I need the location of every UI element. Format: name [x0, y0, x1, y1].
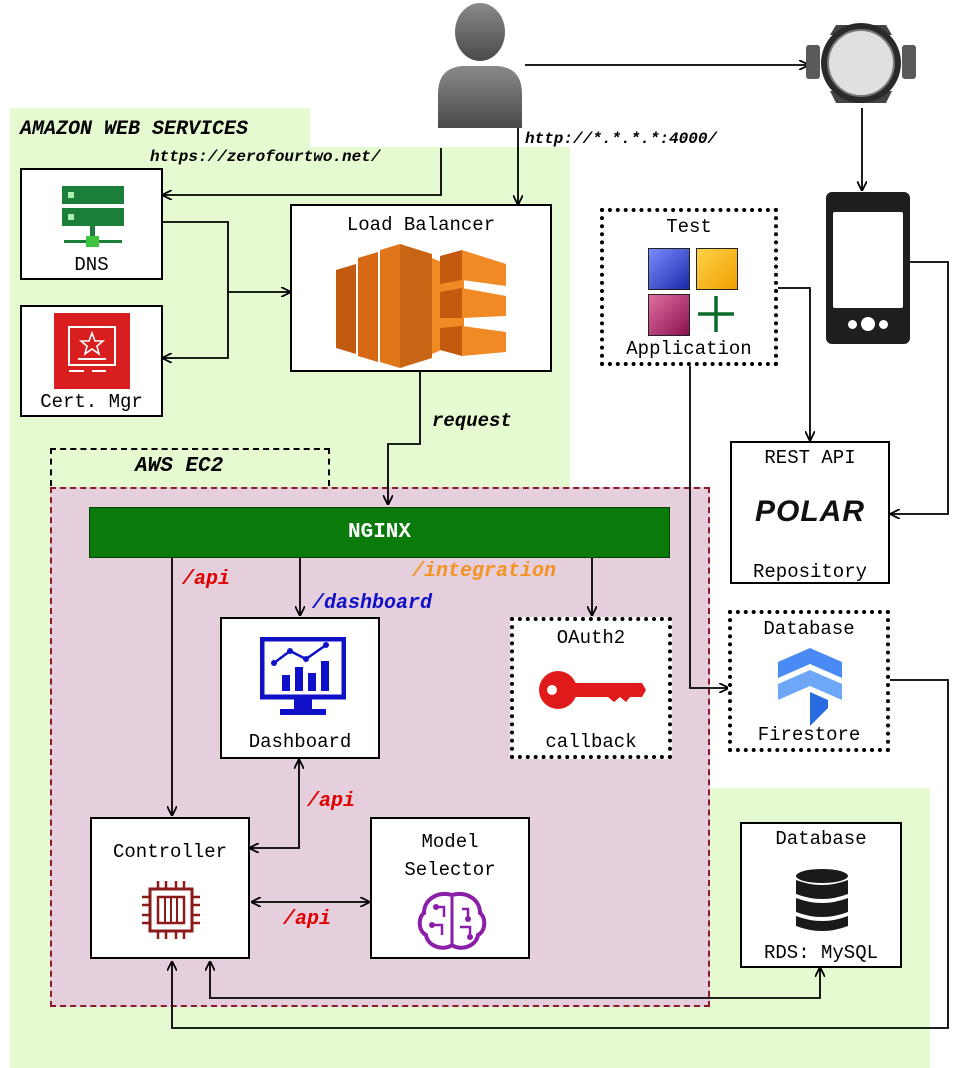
rds-top-label: Database [775, 828, 867, 850]
http-url-label: http://*.*.*.*:4000/ [525, 130, 718, 148]
oauth-top-label: OAuth2 [556, 627, 626, 649]
https-url-label: https://zerofourtwo.net/ [150, 148, 381, 166]
test-yellow-tile-icon [696, 248, 738, 290]
test-top-label: Test [666, 216, 712, 238]
dashboard-label: Dashboard [248, 731, 352, 753]
dashboard-monitor-icon [260, 637, 346, 715]
firestore-bottom-label: Firestore [757, 724, 861, 746]
dashboard-route-label: /dashboard [312, 592, 433, 615]
integration-route-label: /integration [412, 560, 557, 583]
ec2-tab [50, 448, 330, 486]
cpu-chip-icon [142, 881, 200, 939]
aws-region-title: AMAZON WEB SERVICES [20, 118, 249, 141]
rest-top-label: REST API [764, 447, 856, 469]
ec2-region-title: AWS EC2 [135, 455, 224, 478]
phone-to-rest-arrow [891, 261, 949, 514]
add-icon [698, 296, 734, 332]
api-model-label: /api [283, 908, 332, 931]
load-balancer-node[interactable]: Load Balancer [290, 204, 552, 372]
user-to-dns-arrow [163, 148, 442, 195]
firestore-to-controller-arrow [172, 679, 949, 1029]
controller-node[interactable]: Controller [90, 817, 250, 959]
brain-circuit-icon [417, 892, 487, 950]
rest-bottom-label: Repository [752, 561, 868, 583]
nginx-label: NGINX [347, 521, 411, 544]
model-selector-node[interactable]: Model Selector [370, 817, 530, 959]
test-bottom-label: Application [626, 338, 752, 360]
rest-api-node[interactable]: REST API POLAR Repository [730, 441, 890, 584]
lb-to-cert-arrow [163, 292, 229, 358]
dns-node[interactable]: DNS [20, 168, 163, 280]
firestore-top-label: Database [763, 618, 855, 640]
testapp-to-rest-arrow [778, 287, 810, 440]
controller-rds-arrow [210, 962, 820, 999]
dns-server-icon [62, 186, 124, 247]
test-application-node[interactable]: Test Application [600, 208, 778, 366]
dns-label: DNS [74, 254, 109, 276]
aws-region-top [10, 108, 310, 148]
dashboard-controller-arrow [250, 760, 299, 848]
api-dashboard-label: /api [307, 790, 356, 813]
certificate-icon [54, 313, 130, 389]
model-line1-label: Model [421, 831, 479, 853]
rds-node[interactable]: Database RDS: MySQL [740, 822, 902, 968]
cert-mgr-label: Cert. Mgr [40, 391, 143, 413]
test-blue-tile-icon [648, 248, 690, 290]
rds-bottom-label: RDS: MySQL [763, 942, 879, 964]
elb-icon [336, 244, 506, 368]
request-label: request [432, 410, 512, 432]
cert-mgr-node[interactable]: Cert. Mgr [20, 305, 163, 417]
oauth-bottom-label: callback [545, 731, 637, 753]
model-line2-label: Selector [404, 859, 496, 881]
api-controller-label: /api [182, 568, 231, 591]
lb-to-nginx-arrow [388, 372, 421, 504]
firestore-node[interactable]: Database Firestore [728, 610, 890, 752]
nginx-node[interactable]: NGINX [89, 507, 670, 558]
phone-icon [826, 192, 910, 344]
firestore-icon [778, 648, 842, 726]
user-icon [438, 3, 522, 128]
dns-to-lb-arrow [163, 221, 290, 292]
watch-icon [806, 23, 916, 103]
load-balancer-label: Load Balancer [346, 214, 496, 236]
key-icon [539, 671, 646, 709]
testapp-to-firestore-arrow [689, 366, 728, 688]
database-cylinder-icon [796, 869, 848, 931]
controller-label: Controller [112, 841, 228, 863]
dashboard-node[interactable]: Dashboard [220, 617, 380, 759]
polar-logo: POLAR [755, 495, 865, 528]
test-magenta-tile-icon [648, 294, 690, 336]
oauth-node[interactable]: OAuth2 callback [510, 617, 672, 759]
